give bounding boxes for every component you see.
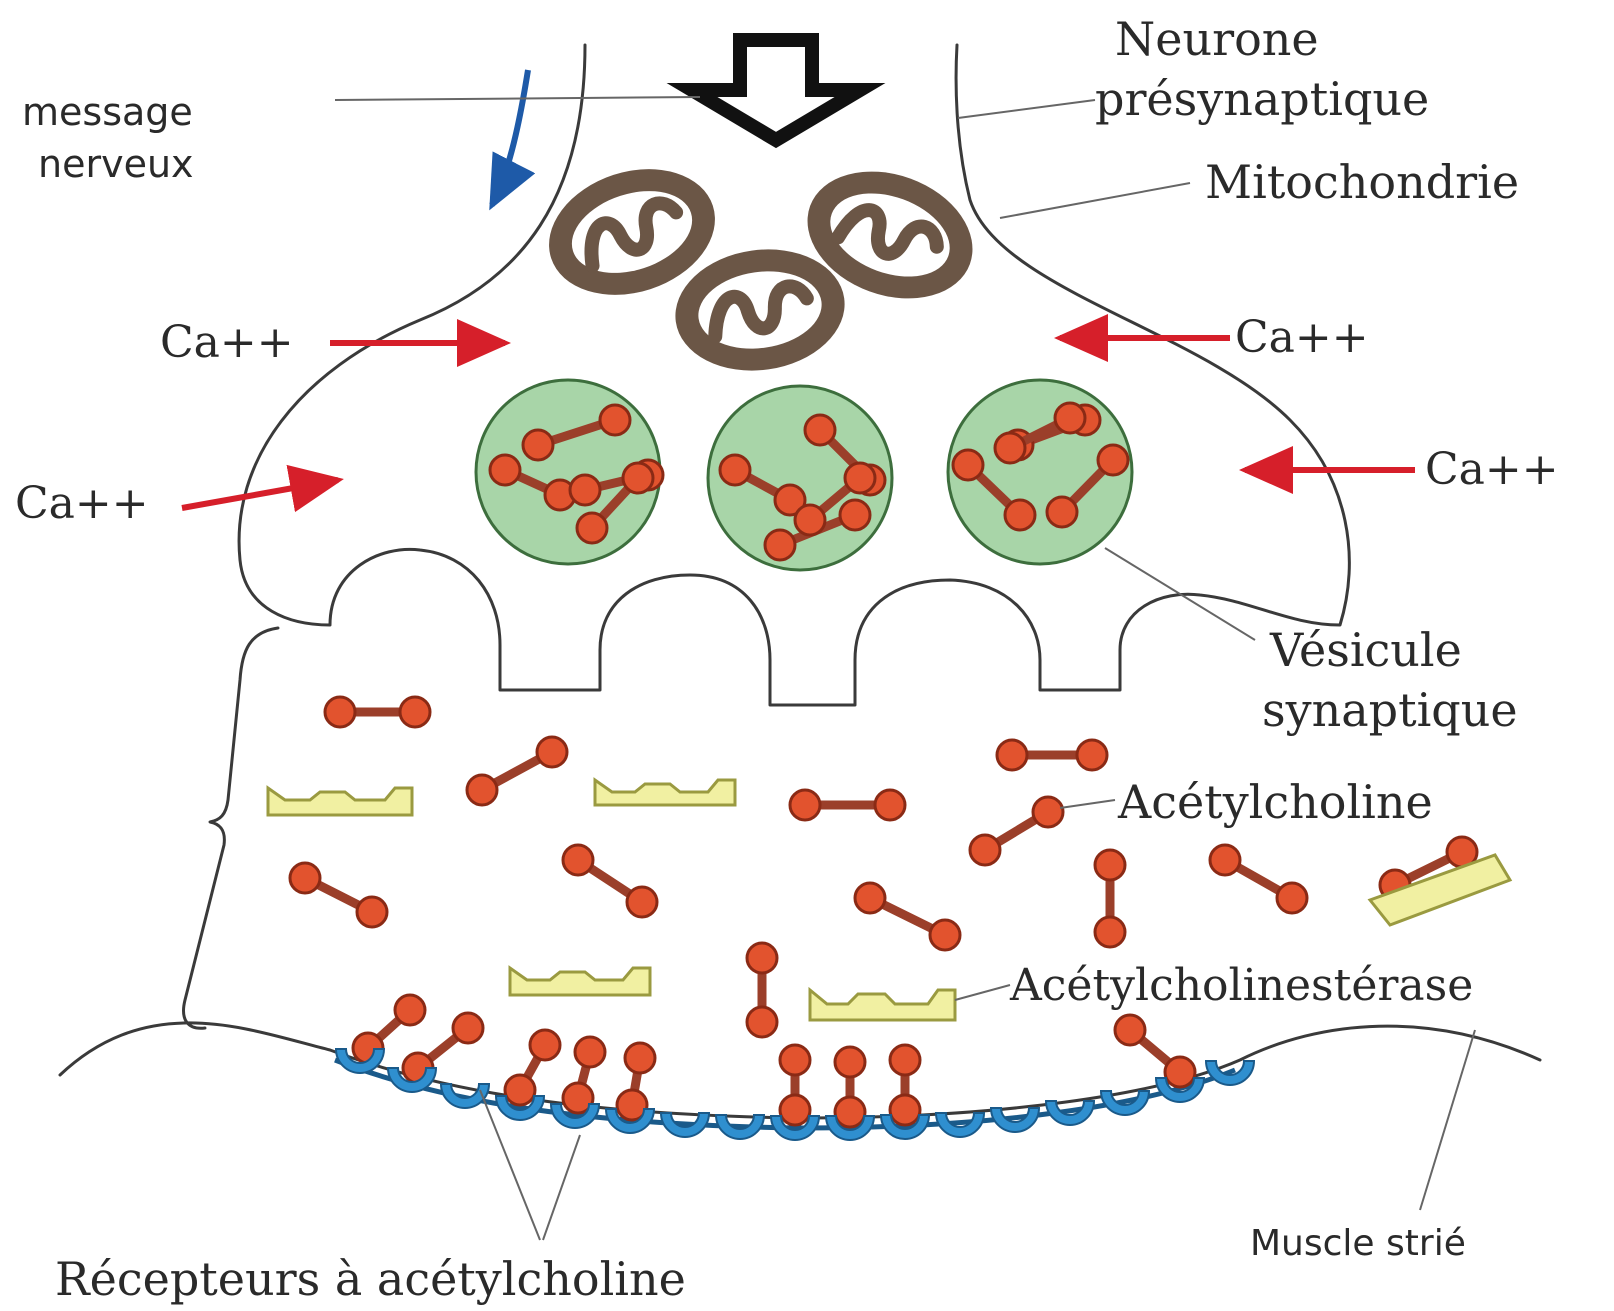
acetylcholinesterase-enzyme [510,968,650,995]
recepteurs-label: Récepteurs à acétylcholine [55,1252,686,1306]
acetylcholine-molecule [563,845,657,917]
vesicule-label-line1: Vésicule [1269,623,1462,677]
neurone-label-line1: Neurone [1115,12,1319,66]
calcium-label: Ca++ [15,478,149,529]
receptor-leader-line [543,1135,580,1240]
acetylcholine-molecule [563,1037,605,1113]
acetylcholinesterase-enzyme [810,990,955,1020]
muscle-leader-line [1420,1030,1475,1210]
neurone-label-line2: présynaptique [1095,72,1429,126]
muscle-strie-label: Muscle strié [1250,1223,1466,1264]
acetylcholine-molecule [855,883,960,950]
acetylcholine-molecule [997,740,1107,770]
acetylcholine-molecule [835,1047,865,1127]
acetylcholinesterase-enzyme [595,780,735,805]
message-arrow-icon [492,70,528,205]
mitochondrie-label: Mitochondrie [1205,155,1519,209]
acetylcholine-molecule [780,1045,810,1125]
acetylcholine-molecule [325,697,430,727]
message-leader-line [335,97,700,100]
calcium-label: Ca++ [1235,312,1369,363]
acetylcholinesterase-enzyme [268,788,412,815]
mitochondria-leader-line [1000,183,1190,218]
enzyme-leader-line [955,985,1010,1000]
calcium-label: Ca++ [1425,444,1559,495]
calcium-label: Ca++ [160,317,294,368]
vesicle-leader-line [1105,548,1255,640]
acetylcholine-molecule [890,1045,920,1125]
calcium-arrow-icon [182,480,338,508]
vesicule-label-line2: synaptique [1262,683,1518,737]
acetylcholine-molecule [970,797,1063,865]
acetylcholine-molecule [467,737,567,805]
acetylcholine-molecule [1210,845,1307,913]
acetylcholine-molecule [790,790,905,820]
presynaptic-membrane [239,45,1349,705]
acetylcholine-molecule [290,863,387,927]
signal-direction-arrow-icon [692,40,860,140]
message-nerveux-label-line1: message [22,90,193,134]
acetylcholine-molecule [1095,850,1125,947]
acetylcholine-molecule [1115,1015,1195,1087]
synaptic-cleft-brace [184,628,278,1028]
acetylcholinesterase-label: Acétylcholinestérase [1009,960,1473,1011]
message-nerveux-label-line2: nerveux [38,142,194,186]
acetylcholine-leader-line [1060,800,1115,808]
acetylcholine-molecule [747,943,777,1037]
acetylcholine-label: Acétylcholine [1117,775,1433,829]
neuron-leader-line [958,100,1095,118]
acetylcholine-molecule [505,1030,560,1105]
